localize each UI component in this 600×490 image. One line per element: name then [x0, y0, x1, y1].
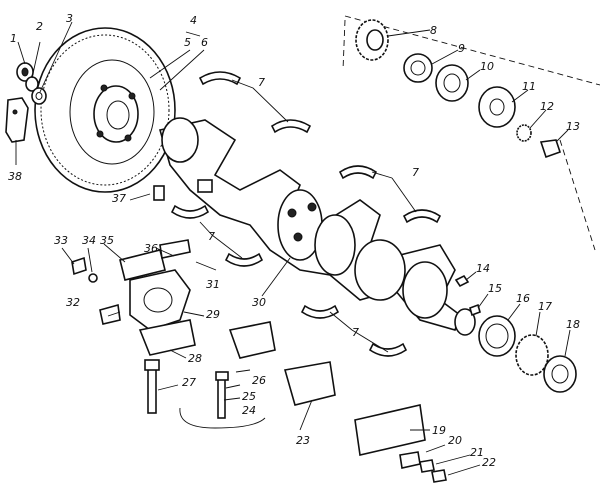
callout-26: 26	[252, 374, 266, 387]
callout-12: 12	[540, 100, 554, 113]
callout-8: 8	[430, 24, 437, 37]
callout-19: 19	[432, 424, 446, 437]
callout-1: 1	[10, 32, 17, 45]
callout-21: 21	[470, 446, 484, 459]
flywheel	[34, 27, 176, 193]
callout-11: 11	[522, 80, 536, 93]
callout-13: 13	[566, 120, 580, 133]
callout-2: 2	[36, 20, 43, 33]
callout-17: 17	[538, 300, 552, 313]
callout-25: 25	[242, 390, 256, 403]
callout-5: 5	[184, 36, 191, 49]
callout-7-low: 7	[352, 326, 359, 339]
callout-10: 10	[480, 60, 494, 73]
rear-parts	[454, 274, 577, 393]
callout-22: 22	[482, 456, 496, 469]
callout-36: 36	[144, 242, 158, 255]
lock-plate	[5, 97, 29, 143]
bearing-caps	[71, 179, 447, 483]
leader-lines	[15, 21, 571, 476]
callout-7-left: 7	[208, 230, 215, 243]
callout-7-top: 7	[258, 76, 265, 89]
bearing-shells	[170, 71, 442, 357]
callout-6: 6	[201, 36, 208, 49]
crankshaft	[158, 117, 476, 336]
alignment-line-right	[342, 19, 596, 251]
callout-28: 28	[188, 352, 202, 365]
callout-34: 34	[82, 234, 96, 247]
lock-plate-hole	[12, 109, 18, 115]
callout-16: 16	[516, 292, 530, 305]
front-parts	[355, 19, 562, 159]
callout-27: 27	[182, 376, 196, 389]
callout-24: 24	[242, 404, 256, 417]
callout-32: 32	[66, 296, 80, 309]
callout-14: 14	[476, 262, 490, 275]
callout-3: 3	[66, 12, 73, 25]
callout-7-mid: 7	[412, 166, 419, 179]
callout-37: 37	[112, 192, 126, 205]
callout-9: 9	[458, 42, 465, 55]
callout-31: 31	[206, 278, 220, 291]
callout-33: 33	[54, 234, 68, 247]
callout-18: 18	[566, 318, 580, 331]
callout-20: 20	[448, 434, 462, 447]
callout-29: 29	[206, 308, 220, 321]
callout-15: 15	[488, 282, 502, 295]
callout-23: 23	[296, 434, 310, 447]
alignment-line-top	[344, 15, 600, 86]
callout-labels: 1 2 3 4 5 6 7 7 7 7 8 9 10 11 12 13 14 1…	[8, 12, 580, 469]
callout-38: 38	[8, 170, 22, 183]
callout-35: 35	[100, 234, 114, 247]
callout-4: 4	[190, 14, 197, 27]
callout-30: 30	[252, 296, 266, 309]
